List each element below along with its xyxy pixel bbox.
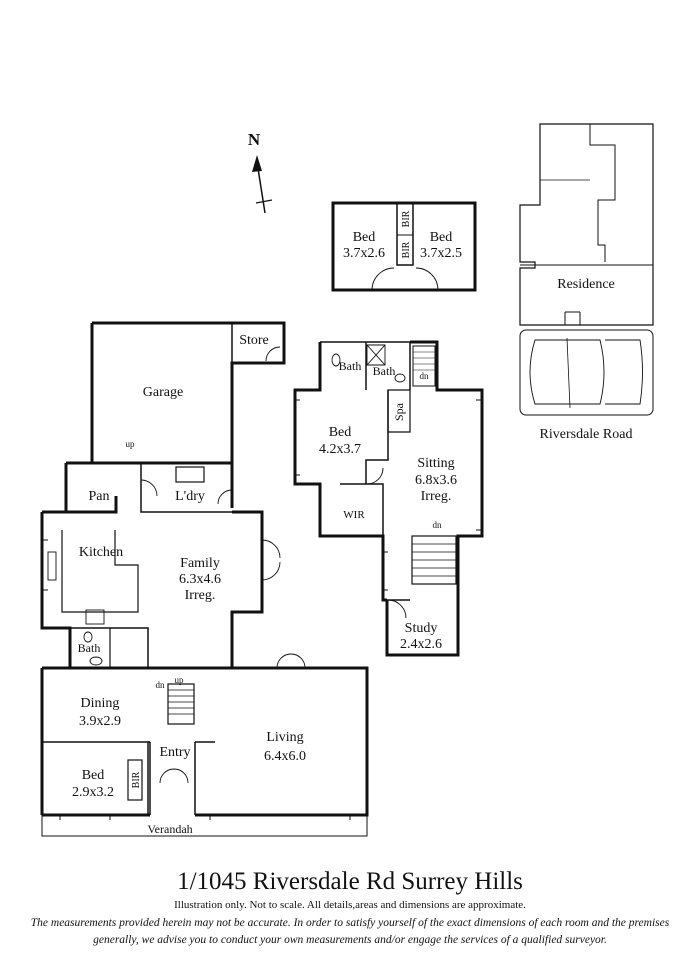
wir-label: WIR	[343, 509, 365, 521]
toilet-icon	[331, 353, 341, 367]
stair-up-1: up	[126, 439, 136, 449]
upper-wing-walls	[293, 201, 484, 657]
stair-dn-2: dn	[420, 371, 430, 381]
study-size: 2.4x2.6	[400, 637, 442, 652]
compass-label: N	[248, 130, 261, 149]
site-plan	[519, 123, 654, 416]
dining-label: Dining	[81, 696, 120, 711]
family-label: Family	[180, 556, 220, 571]
living-label: Living	[266, 730, 303, 745]
site-residence-label: Residence	[557, 277, 615, 292]
sitting-size: 6.8x3.6	[415, 473, 457, 488]
bed-a-size: 3.7x2.6	[343, 246, 385, 261]
north-arrow-icon	[252, 155, 273, 214]
main-house-walls	[40, 321, 369, 837]
pan-label: Pan	[89, 489, 110, 504]
dining-size: 3.9x2.9	[79, 714, 121, 729]
fixtures	[47, 353, 406, 666]
basin-icon-lower	[89, 656, 103, 666]
bed-front-label: Bed	[82, 768, 105, 783]
windows	[42, 399, 482, 820]
bath-up2-label: Bath	[373, 364, 396, 378]
bed-mid-label: Bed	[329, 425, 352, 440]
study-label: Study	[405, 621, 438, 636]
kitchen-label: Kitchen	[79, 545, 123, 560]
laundry-label: L'dry	[175, 489, 205, 504]
plan-subtitle: Illustration only. Not to scale. All det…	[174, 899, 526, 911]
bath-lower-label: Bath	[78, 641, 101, 655]
sitting-note: Irreg.	[421, 489, 452, 504]
sink-icon	[47, 551, 57, 581]
stair-dn-3: dn	[433, 520, 443, 530]
bir-front-label: BIR	[131, 771, 142, 788]
verandah-label: Verandah	[147, 822, 192, 836]
family-size: 6.3x4.6	[179, 572, 221, 587]
bed-mid-size: 4.2x3.7	[319, 442, 361, 457]
bath-up1-label: Bath	[339, 359, 362, 373]
door-swings	[140, 267, 439, 784]
spa-label: Spa	[392, 402, 406, 421]
store-label: Store	[239, 333, 269, 348]
toilet-icon-lower	[83, 631, 93, 643]
bed-b-label: Bed	[430, 230, 453, 245]
property-title: 1/1045 Riversdale Rd Surrey Hills	[177, 868, 523, 895]
entry-label: Entry	[159, 745, 190, 760]
cooktop-icon	[85, 609, 105, 625]
basin-icon	[394, 373, 406, 383]
family-note: Irreg.	[185, 588, 216, 603]
site-road-label: Riversdale Road	[540, 427, 633, 442]
stair-dn-1: dn	[156, 680, 166, 690]
sitting-label: Sitting	[417, 456, 454, 471]
bed-front-size: 2.9x3.2	[72, 785, 114, 800]
stair-up-2: up	[175, 675, 185, 685]
living-size: 6.4x6.0	[264, 749, 306, 764]
plan-disclaimer: The measurements provided herein may not…	[30, 917, 670, 946]
bir-top2-label: BIR	[401, 241, 412, 258]
bir-top1-label: BIR	[401, 210, 412, 227]
bed-b-size: 3.7x2.5	[420, 246, 462, 261]
garage-label: Garage	[143, 385, 183, 400]
bed-a-label: Bed	[353, 230, 376, 245]
